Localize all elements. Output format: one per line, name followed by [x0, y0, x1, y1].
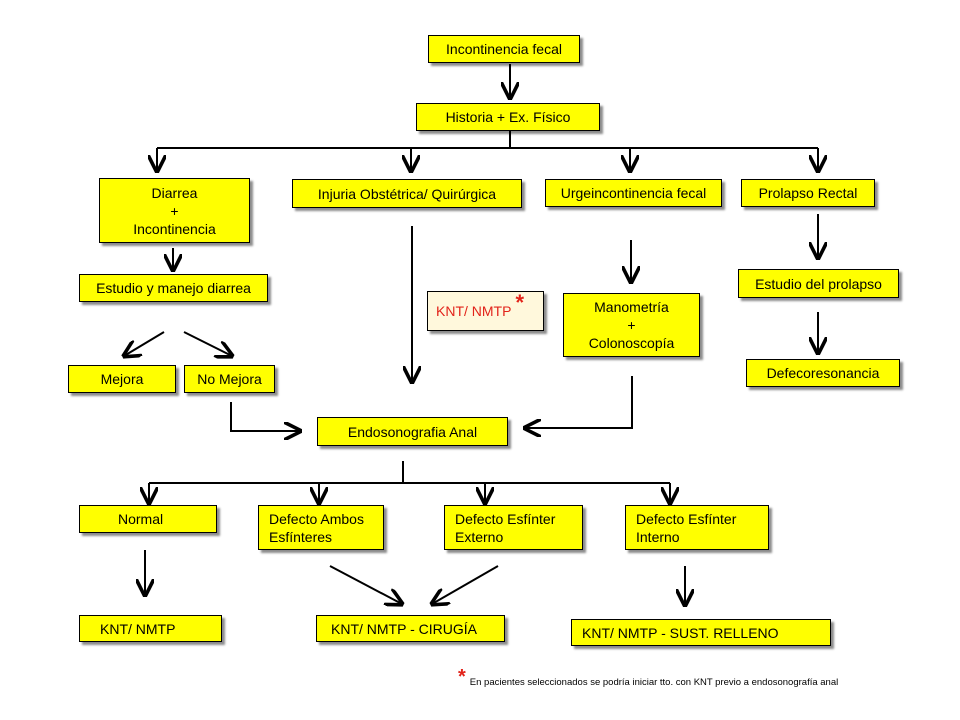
footnote-text: En pacientes seleccionados se podría ini…: [469, 677, 839, 688]
node-knt-nmtp: KNT/ NMTP: [79, 615, 222, 642]
node-manometria-line3: Colonoscopía: [588, 335, 675, 351]
node-manometria-line1: Manometría: [594, 299, 669, 315]
node-historia-examen: Historia + Ex. Físico: [416, 103, 600, 131]
asterisk-icon: *: [515, 290, 525, 315]
node-knt-relleno: KNT/ NMTP - SUST. RELLENO: [571, 619, 831, 646]
node-defecto-ambos: Defecto Ambos Esfínteres: [258, 505, 384, 550]
node-diarrea-line2: +: [170, 202, 179, 219]
node-defecto-externo: Defecto Esfínter Externo: [444, 505, 583, 550]
node-defecto-interno-line1: Defecto Esfínter: [636, 510, 737, 527]
node-no-mejora: No Mejora: [184, 365, 275, 393]
node-estudio-diarrea: Estudio y manejo diarrea: [79, 274, 268, 302]
node-injuria: Injuria Obstétrica/ Quirúrgica: [292, 179, 522, 208]
node-mejora: Mejora: [68, 365, 176, 393]
node-defecoresonancia: Defecoresonancia: [746, 359, 900, 387]
node-defecto-ambos-line2: Esfínteres: [269, 528, 333, 545]
arrow-ambos-cirugia: [329, 565, 402, 604]
arrow-externo-cirugia: [432, 565, 499, 604]
node-diarrea-line1: Diarrea: [151, 184, 198, 201]
node-diarrea-incontinencia: Diarrea + Incontinencia: [99, 178, 250, 243]
node-manometria-line2: +: [627, 317, 636, 333]
node-estudio-prolapso: Estudio del prolapso: [738, 269, 899, 298]
node-prolapso-rectal: Prolapso Rectal: [741, 179, 875, 207]
arrow-nomejora-endoso: [230, 402, 300, 431]
arrow-to-no-mejora: [183, 331, 232, 356]
node-defecto-interno-line2: Interno: [636, 528, 680, 545]
node-defecto-interno: Defecto Esfínter Interno: [625, 505, 769, 550]
node-knt-nmtp-asterisk: KNT/ NMTP *: [427, 290, 544, 331]
node-defecto-ambos-line1: Defecto Ambos: [269, 510, 364, 527]
node-manometria-colonoscopia: Manometría + Colonoscopía: [563, 293, 700, 357]
footnote: *En pacientes seleccionados se podría in…: [458, 666, 839, 691]
node-defecto-externo-line1: Defecto Esfínter: [455, 510, 556, 527]
footnote-asterisk-icon: *: [458, 666, 466, 688]
node-normal: Normal: [79, 505, 217, 533]
arrow-manometria-endoso: [525, 376, 633, 428]
node-knt-cirugia: KNT/ NMTP - CIRUGÍA: [316, 615, 505, 642]
knt-nmtp-label: KNT/ NMTP: [436, 303, 512, 319]
arrow-to-mejora: [124, 331, 165, 356]
node-defecto-externo-line2: Externo: [455, 528, 504, 545]
node-endosonografia-anal: Endosonografia Anal: [317, 417, 508, 446]
node-diarrea-line3: Incontinencia: [133, 220, 216, 237]
node-incontinencia-fecal: Incontinencia fecal: [428, 35, 580, 63]
node-urgeincontinencia: Urgeincontinencia fecal: [545, 179, 722, 207]
